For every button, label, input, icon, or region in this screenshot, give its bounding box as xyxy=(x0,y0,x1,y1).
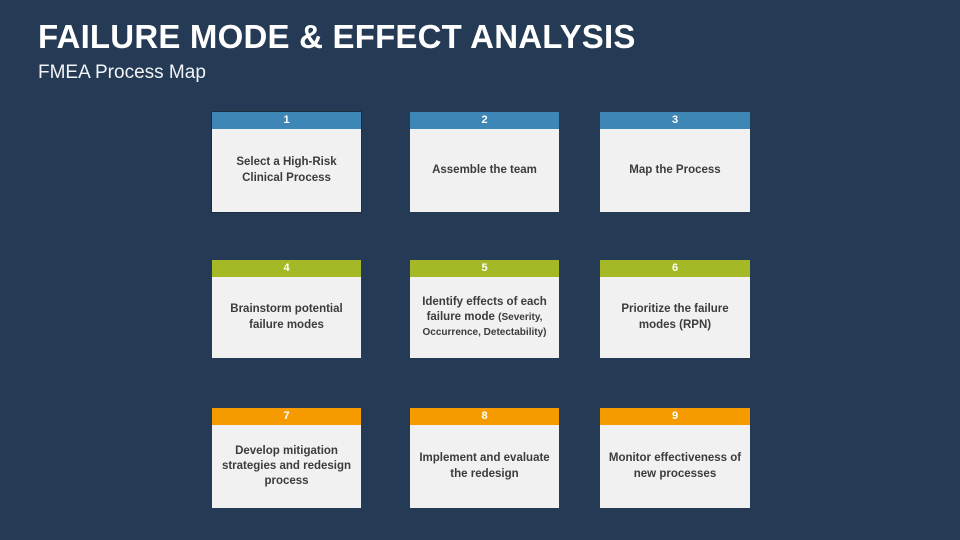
connector-2-to-3 xyxy=(560,170,593,172)
page-title: FAILURE MODE & EFFECT ANALYSIS xyxy=(38,18,636,55)
connector-3-to-4-vert-b xyxy=(285,235,287,253)
process-node-6-label: Prioritize the failure modes (RPN) xyxy=(621,303,729,331)
process-node-2-label: Assemble the team xyxy=(432,163,537,176)
process-node-4-body: Brainstorm potential failure modes xyxy=(212,277,361,358)
process-node-7[interactable]: 7 Develop mitigation strategies and rede… xyxy=(212,408,361,508)
process-node-5-body: Identify effects of each failure mode (S… xyxy=(410,277,559,358)
process-node-9[interactable]: 9 Monitor effectiveness of new processes xyxy=(600,408,750,508)
process-node-6[interactable]: 6 Prioritize the failure modes (RPN) xyxy=(600,260,750,358)
process-node-4-label: Brainstorm potential failure modes xyxy=(230,303,343,331)
process-node-6-body: Prioritize the failure modes (RPN) xyxy=(600,277,750,358)
process-node-6-number: 6 xyxy=(600,260,750,277)
connector-4-to-5 xyxy=(361,318,401,320)
connector-3-to-4-vert-a xyxy=(674,212,676,237)
process-node-3-label: Map the Process xyxy=(629,163,721,176)
process-node-1-label: Select a High-Risk Clinical Process xyxy=(236,156,337,184)
process-node-8-body: Implement and evaluate the redesign xyxy=(410,425,559,508)
process-node-3[interactable]: 3 Map the Process xyxy=(600,112,750,212)
connector-8-to-9 xyxy=(560,466,593,468)
process-node-8[interactable]: 8 Implement and evaluate the redesign xyxy=(410,408,559,508)
process-node-9-body: Monitor effectiveness of new processes xyxy=(600,425,750,508)
process-node-2-number: 2 xyxy=(410,112,559,129)
process-node-5-label: Identify effects of each failure mode (S… xyxy=(417,295,552,341)
process-node-3-body: Map the Process xyxy=(600,129,750,212)
connector-6-to-7-horiz xyxy=(285,381,676,383)
process-node-5[interactable]: 5 Identify effects of each failure mode … xyxy=(410,260,559,358)
process-node-4-number: 4 xyxy=(212,260,361,277)
process-node-1-body: Select a High-Risk Clinical Process xyxy=(212,129,361,212)
connector-3-to-4-horiz xyxy=(285,235,676,237)
connector-1-to-2 xyxy=(361,170,401,172)
process-node-4[interactable]: 4 Brainstorm potential failure modes xyxy=(212,260,361,358)
process-node-3-number: 3 xyxy=(600,112,750,129)
connector-5-to-6 xyxy=(560,318,593,320)
connector-6-to-7-vert-a xyxy=(674,358,676,383)
connector-7-to-8 xyxy=(361,466,401,468)
process-node-5-label-sub: (Severity, Occurrence, Detectability) xyxy=(422,311,547,339)
process-node-7-body: Develop mitigation strategies and redesi… xyxy=(212,425,361,508)
process-node-8-number: 8 xyxy=(410,408,559,425)
process-node-2[interactable]: 2 Assemble the team xyxy=(410,112,559,212)
process-node-1[interactable]: 1 Select a High-Risk Clinical Process xyxy=(211,111,362,213)
page-subtitle: FMEA Process Map xyxy=(38,62,206,83)
process-node-5-label-main: Identify effects of each failure mode xyxy=(422,295,547,323)
process-node-9-number: 9 xyxy=(600,408,750,425)
process-node-1-number: 1 xyxy=(212,112,361,129)
process-node-8-label: Implement and evaluate the redesign xyxy=(419,452,550,480)
process-node-9-label: Monitor effectiveness of new processes xyxy=(608,452,742,480)
process-node-5-number: 5 xyxy=(410,260,559,277)
process-node-7-label: Develop mitigation strategies and redesi… xyxy=(221,444,352,488)
connector-6-to-7-vert-b xyxy=(285,381,287,399)
process-node-7-number: 7 xyxy=(212,408,361,425)
process-node-2-body: Assemble the team xyxy=(410,129,559,212)
